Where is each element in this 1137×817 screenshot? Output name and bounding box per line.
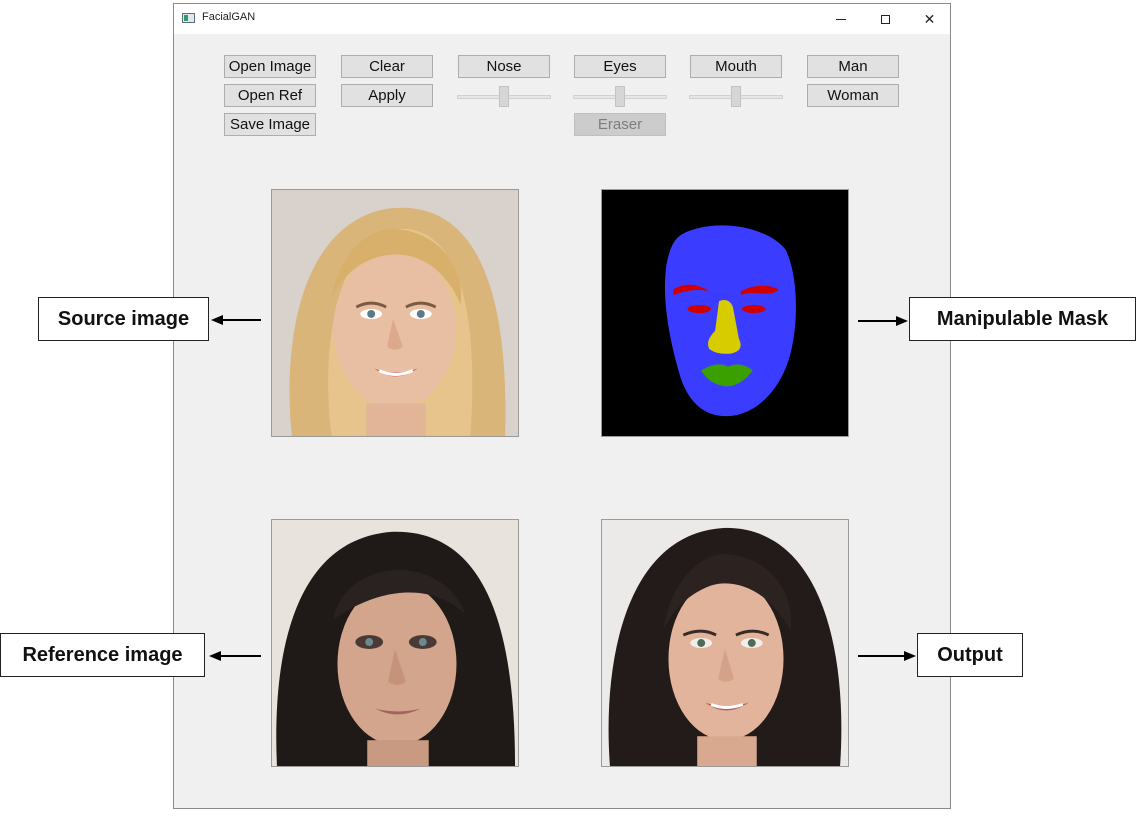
close-button[interactable]: ✕ bbox=[907, 4, 952, 34]
minimize-icon bbox=[835, 18, 846, 20]
arrow-right-icon bbox=[858, 651, 916, 661]
woman-button[interactable]: Woman bbox=[807, 84, 899, 107]
reference-image-panel bbox=[271, 519, 519, 767]
mouth-slider[interactable] bbox=[689, 86, 783, 108]
mask-eye-right bbox=[741, 305, 766, 313]
callout-reference-image: Reference image bbox=[0, 633, 205, 677]
app-window: FacialGAN ✕ Open Image Open Ref Save Ima… bbox=[173, 3, 951, 809]
output-image-panel bbox=[601, 519, 849, 767]
nose-slider-handle[interactable] bbox=[499, 86, 509, 107]
arrow-left-icon bbox=[211, 315, 261, 325]
title-bar[interactable]: FacialGAN ✕ bbox=[174, 4, 950, 34]
clear-button[interactable]: Clear bbox=[341, 55, 433, 78]
mask-lips bbox=[701, 364, 753, 387]
minimize-button[interactable] bbox=[818, 4, 863, 34]
source-face-photo bbox=[272, 190, 518, 436]
eraser-button[interactable]: Eraser bbox=[574, 113, 666, 136]
apply-button[interactable]: Apply bbox=[341, 84, 433, 107]
source-image-panel bbox=[271, 189, 519, 437]
man-button[interactable]: Man bbox=[807, 55, 899, 78]
reference-face-photo bbox=[272, 520, 518, 766]
mask-brow-right bbox=[740, 285, 779, 296]
open-ref-button[interactable]: Open Ref bbox=[224, 84, 316, 107]
open-image-button[interactable]: Open Image bbox=[224, 55, 316, 78]
nose-button[interactable]: Nose bbox=[458, 55, 550, 78]
arrow-right-icon bbox=[858, 316, 908, 326]
callout-source-image: Source image bbox=[38, 297, 209, 341]
mouth-button[interactable]: Mouth bbox=[690, 55, 782, 78]
close-icon: ✕ bbox=[923, 10, 936, 27]
maximize-button[interactable] bbox=[863, 4, 908, 34]
eyes-slider-handle[interactable] bbox=[615, 86, 625, 107]
mouth-slider-handle[interactable] bbox=[731, 86, 741, 107]
eyes-slider[interactable] bbox=[573, 86, 667, 108]
nose-slider[interactable] bbox=[457, 86, 551, 108]
mask-brow-left bbox=[673, 284, 710, 296]
callout-output: Output bbox=[917, 633, 1023, 677]
mask-eye-left bbox=[687, 305, 712, 313]
app-window-icon bbox=[182, 13, 195, 23]
callout-manipulable-mask: Manipulable Mask bbox=[909, 297, 1136, 341]
eyes-button[interactable]: Eyes bbox=[574, 55, 666, 78]
arrow-left-icon bbox=[209, 651, 261, 661]
maximize-icon bbox=[881, 14, 890, 24]
mask-image-panel bbox=[601, 189, 849, 437]
window-title: FacialGAN bbox=[202, 11, 256, 23]
save-image-button[interactable]: Save Image bbox=[224, 113, 316, 136]
mask-nose bbox=[707, 299, 741, 354]
segmentation-mask bbox=[602, 190, 848, 436]
output-face-photo bbox=[602, 520, 848, 766]
